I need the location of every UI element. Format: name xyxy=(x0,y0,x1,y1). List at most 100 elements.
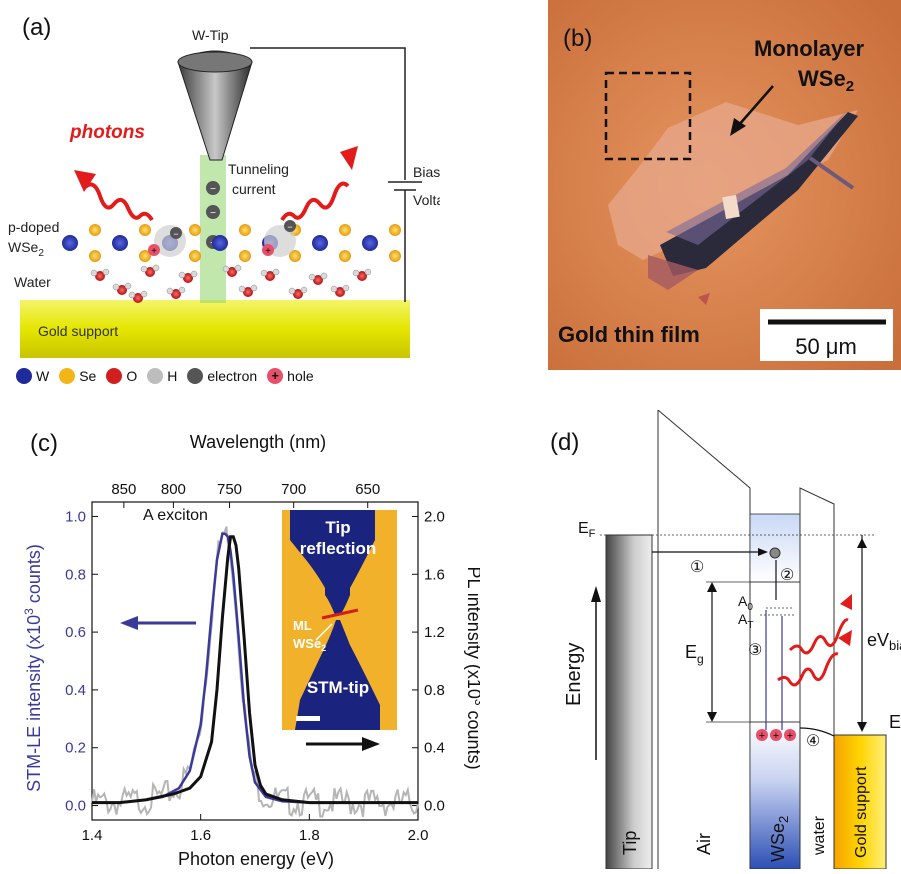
eg-label: Eg xyxy=(685,642,704,666)
y-tick-label: 0.8 xyxy=(65,566,86,583)
svg-text:STM-tip: STM-tip xyxy=(307,678,369,697)
y2-tick-label: 2.0 xyxy=(424,508,445,525)
air-label: Air xyxy=(694,833,714,855)
legend-dot-O xyxy=(106,368,123,384)
peak-label: A exciton xyxy=(143,507,208,524)
x-tick-label: 1.4 xyxy=(82,827,103,844)
wse2-label-a: WSe2 xyxy=(8,239,44,259)
legend-label: W xyxy=(36,368,50,384)
panel-label-a: (a) xyxy=(22,14,52,41)
svg-text:ML: ML xyxy=(293,618,312,633)
y-tick-label: 0.6 xyxy=(65,624,86,641)
holes: + + + xyxy=(756,729,796,742)
svg-text:reflection: reflection xyxy=(300,539,377,558)
x-tick-label: 1.8 xyxy=(299,827,320,844)
microscope-image: (b) Monolayer WSe2 Gold thin film 50 μm xyxy=(548,0,901,370)
panel-label-d: (d) xyxy=(550,429,579,456)
y-tick-label: 1.0 xyxy=(65,508,86,525)
svg-text:①: ① xyxy=(690,559,704,576)
legend-dot-hole: + xyxy=(267,368,284,384)
wse2-label-b: WSe2 xyxy=(798,66,854,95)
legend-label: H xyxy=(167,368,178,384)
y2-tick-label: 1.6 xyxy=(424,566,445,583)
svg-text:+: + xyxy=(151,246,157,257)
tunneling-label: Tunneling xyxy=(228,161,289,177)
band-diagram: (d) Energy EF ① ② Eg A0 xyxy=(550,408,901,870)
svg-text:+: + xyxy=(759,730,765,742)
x2-tick-label: 750 xyxy=(217,481,242,498)
panel-a: (a) Gold support Bias Voltage W-Tip xyxy=(0,0,440,395)
svg-text:②: ② xyxy=(780,567,794,584)
x2-tick-label: 700 xyxy=(281,481,306,498)
wse2-lattice: + + − − xyxy=(62,220,401,262)
legend-item-Se: Se xyxy=(59,368,96,384)
series-line-1 xyxy=(92,535,418,805)
water-label: Water xyxy=(14,274,51,290)
legend-item-hole: +hole xyxy=(267,368,314,384)
svg-text:③: ③ xyxy=(748,642,762,659)
panel-label-b: (b) xyxy=(563,25,592,52)
energy-label: Energy xyxy=(563,643,585,706)
series-line-0 xyxy=(92,532,418,804)
legend-item-H: H xyxy=(147,368,177,384)
x2-tick-label: 800 xyxy=(161,481,186,498)
legend-dot-H xyxy=(147,368,164,384)
e-right-label: E xyxy=(889,712,901,732)
legend-label: Se xyxy=(79,368,97,384)
legend-label: hole xyxy=(287,368,314,384)
region-box xyxy=(604,71,692,161)
svg-text:WSe2: WSe2 xyxy=(293,636,326,653)
legend-dot-Se xyxy=(59,368,76,384)
inset-image: Tip reflection ML WSe2 STM-tip xyxy=(282,510,397,730)
ef-label: EF xyxy=(578,520,596,540)
svg-text:−: − xyxy=(210,208,216,219)
bias-circuit-wire xyxy=(250,47,406,180)
y-tick-label: 0.4 xyxy=(65,682,86,699)
top-axis-label: Wavelength (nm) xyxy=(190,432,326,452)
tunneling-beam xyxy=(200,155,226,303)
w-tip-label: W-Tip xyxy=(192,27,229,43)
photon-wave-left xyxy=(82,182,154,222)
svg-text:④: ④ xyxy=(806,733,820,750)
a0-label: A0 xyxy=(738,593,753,613)
gold-support xyxy=(20,300,410,358)
legend-label: O xyxy=(126,368,138,384)
monolayer-flake xyxy=(608,102,858,260)
legend-dot-electron xyxy=(187,368,204,384)
pdoped-label: p-doped xyxy=(8,219,59,235)
svg-text:+: + xyxy=(787,730,793,742)
water-label-d: water xyxy=(811,815,828,856)
right-axis-label: PL intensity (x103 counts) xyxy=(464,566,480,769)
svg-text:−: − xyxy=(287,222,292,232)
y-tick-label: 0.2 xyxy=(65,740,86,757)
photon-wave-d1 xyxy=(788,618,849,655)
y-tick-label: 0.0 xyxy=(65,798,86,815)
y2-tick-label: 0.0 xyxy=(424,798,445,815)
svg-text:−: − xyxy=(210,184,216,195)
tip-band xyxy=(605,534,653,870)
y2-tick-label: 1.2 xyxy=(424,624,445,641)
photon-wave-d2 xyxy=(777,652,839,687)
legend-label: electron xyxy=(207,368,258,384)
panel-c: (c) Wavelength (nm) Photon energy (eV) S… xyxy=(0,420,486,869)
x2-tick-label: 850 xyxy=(111,481,136,498)
bottom-axis-label: Photon energy (eV) xyxy=(178,849,334,869)
panel-b: (b) Monolayer WSe2 Gold thin film 50 μm xyxy=(548,0,901,370)
gold-label-d: Gold support xyxy=(853,766,870,858)
legend-item-electron: electron xyxy=(187,368,257,384)
x-tick-label: 1.6 xyxy=(190,827,211,844)
left-axis-label: STM-LE intensity (x103 counts) xyxy=(22,544,44,792)
legend-item-W: W xyxy=(16,368,49,384)
svg-text:−: − xyxy=(173,229,178,239)
series-raw xyxy=(91,526,419,818)
panel-d: (d) Energy EF ① ② Eg A0 xyxy=(540,408,901,870)
svg-text:Tip: Tip xyxy=(325,518,350,537)
gold-film-label: Gold thin film xyxy=(558,322,700,347)
ev-bias-label: eVbias xyxy=(867,630,901,653)
y2-tick-label: 0.8 xyxy=(424,682,445,699)
legend-item-O: O xyxy=(106,368,137,384)
svg-text:+: + xyxy=(265,246,271,257)
x-tick-label: 2.0 xyxy=(408,827,429,844)
wse2-valence xyxy=(749,721,801,870)
